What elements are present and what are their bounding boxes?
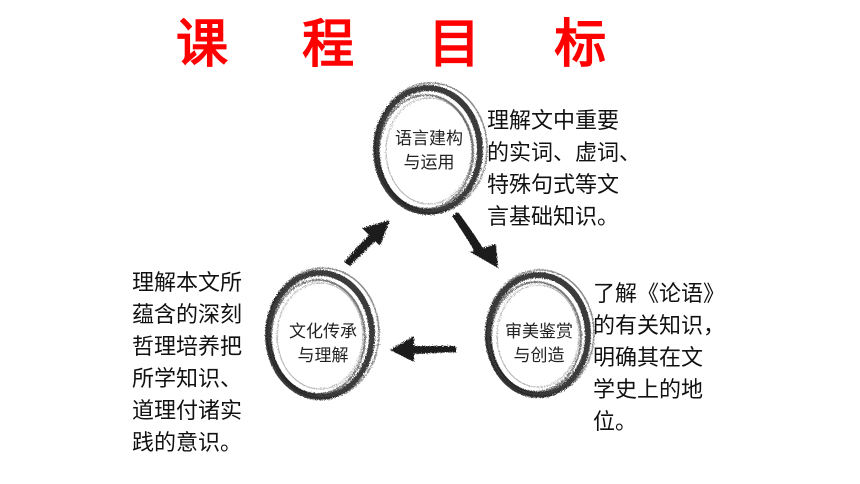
ink-ring-right xyxy=(485,269,595,398)
ring-top-line2: 与运用 xyxy=(403,153,455,173)
page-title: 课 程 目 标 xyxy=(176,15,635,75)
description-left: 理解本文所 蕴含的深刻 哲理培养把 所学知识、 道理付诸实 践的意识。 xyxy=(132,271,243,456)
ring-top-line1: 语言建构 xyxy=(395,129,463,149)
ring-left-line1: 文化传承 xyxy=(289,322,357,342)
ring-label-right: 审美鉴赏 与创造 xyxy=(498,320,580,368)
ink-ring-top xyxy=(373,82,488,215)
arrow-top-to-right xyxy=(452,212,498,268)
ring-right-line1: 审美鉴赏 xyxy=(505,322,573,342)
ring-right-line2: 与创造 xyxy=(513,346,565,366)
arrow-left-to-top xyxy=(344,220,390,266)
ink-ring-left xyxy=(265,267,380,400)
arrow-right-to-left xyxy=(390,336,456,362)
ring-label-top: 语言建构 与运用 xyxy=(388,127,470,175)
ring-label-left: 文化传承 与理解 xyxy=(282,320,364,368)
ring-left-line2: 与理解 xyxy=(297,346,349,366)
description-top: 理解文中重要 的实词、虚词、 特殊句式等文 言基础知识。 xyxy=(487,109,642,230)
description-right: 了解《论语》 的有关知识， 明确其在文 学史上的地 位。 xyxy=(593,282,726,435)
